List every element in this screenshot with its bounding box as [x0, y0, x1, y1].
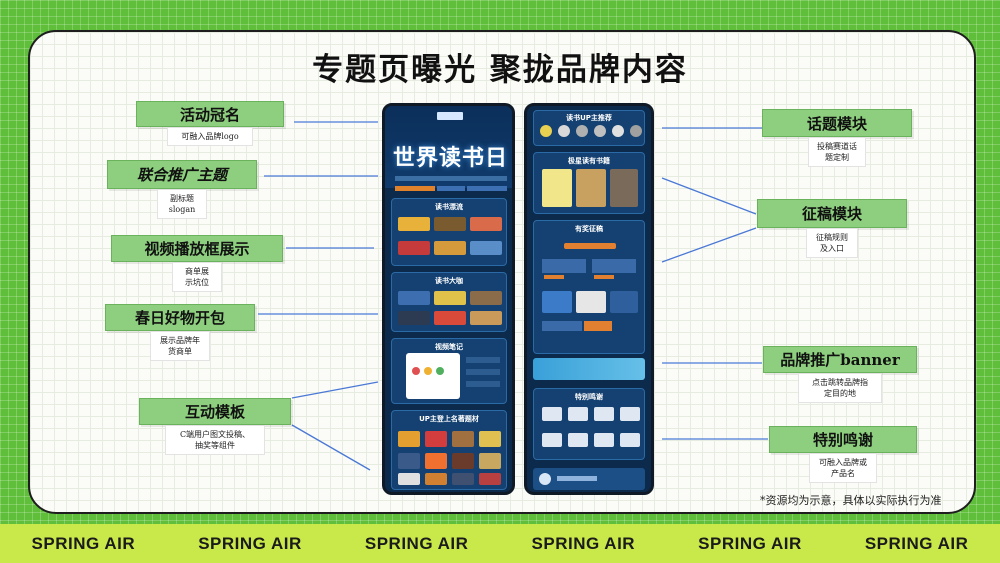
label-special-thanks: 特别鸣谢 可融入品牌或 产品名: [769, 426, 917, 483]
hero-title: 世界读书日: [393, 145, 509, 171]
section-special-thanks: 特别鸣谢: [533, 388, 645, 460]
footer-text: SPRING AIR: [864, 533, 969, 553]
label-interactive-template: 互动模板 C端用户图文投稿、 抽奖等组件: [139, 398, 291, 455]
footer-text: SPRING AIR: [698, 533, 802, 553]
brand-banner[interactable]: [533, 358, 645, 380]
section-books: 极星读有书籍: [533, 152, 645, 214]
footer-text: SPRING AIR: [531, 533, 636, 553]
section-video-notes: 视频笔记: [391, 338, 507, 404]
page-title: 专题页曝光 聚拢品牌内容: [312, 52, 688, 88]
footer-band: SPRING AIR SPRING AIR SPRING AIR SPRING …: [0, 524, 1000, 563]
label-brand-banner: 品牌推广banner 点击跳转品牌指 定目的地: [763, 346, 917, 403]
section-reading-drift: 读书漂流: [391, 198, 507, 266]
label-co-promotion-theme: 联合推广主题 副标题 slogan: [107, 160, 257, 219]
section-call-for-submissions: 有奖征稿: [533, 220, 645, 354]
section-up-classics: UP主登上名著题材: [391, 410, 507, 490]
label-topic-module: 话题模块 投稿赛道话 题定制: [762, 109, 912, 167]
label-spring-goods-unboxing: 春日好物开包 展示品牌年 货商单: [105, 304, 255, 361]
label-submission-module: 征稿模块 征稿规则 及入口: [757, 199, 907, 258]
footer-text: SPRING AIR: [364, 533, 469, 553]
label-video-player-showcase: 视频播放框展示 商单展 示坑位: [111, 235, 283, 292]
section-reading-masters: 读书大咖: [391, 272, 507, 332]
footer-text: SPRING AIR: [198, 533, 302, 553]
topic-page-preview-left: 世界读书日 读书漂流 读书大咖 视频笔记 UP主登上名著题材: [382, 103, 515, 495]
label-event-sponsorship: 活动冠名 可融入品牌logo: [136, 101, 284, 146]
event-logo: [437, 112, 463, 120]
topic-module: 读书UP主推荐: [533, 110, 645, 146]
topic-page-preview-right: 读书UP主推荐 极星读有书籍 有奖征稿 特别鸣谢: [524, 103, 654, 495]
interactive-post-card: [406, 353, 460, 399]
footer-text: SPRING AIR: [31, 533, 136, 553]
disclaimer-note: *资源均为示意，具体以实际执行为准: [760, 494, 942, 507]
